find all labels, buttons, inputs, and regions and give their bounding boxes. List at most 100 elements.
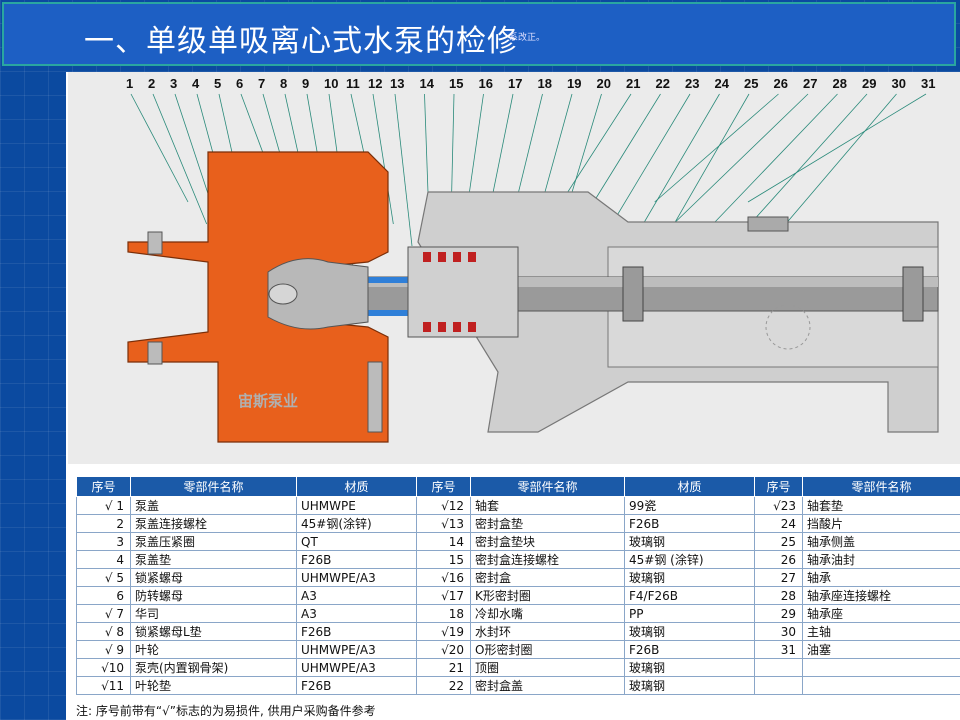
table-cell: 密封盒 (470, 568, 625, 587)
callout-number: 15 (449, 76, 464, 91)
table-cell: 45#钢(涂锌) (296, 514, 417, 533)
leader-line (467, 93, 484, 203)
leader-line (673, 93, 809, 225)
table-cell: QT (296, 532, 417, 551)
table-cell: 99瓷 (624, 496, 755, 515)
callout-number: 14 (419, 76, 434, 91)
table-cell: 华司 (130, 604, 297, 623)
callout-number: 22 (655, 76, 670, 91)
table-cell: 锁紧螺母 (130, 568, 297, 587)
table-cell: F26B (296, 622, 417, 641)
col-header: 序号 (416, 476, 471, 497)
table-cell (754, 676, 803, 695)
table-cell: 玻璃钢 (624, 676, 755, 695)
table-cell: 轴套垫 (802, 496, 960, 515)
table-cell: UHMWPE/A3 (296, 658, 417, 677)
col-header: 序号 (754, 476, 803, 497)
table-cell: √10 (76, 658, 131, 677)
callout-number: 31 (921, 76, 936, 91)
callout-number: 23 (685, 76, 700, 91)
table-cell: UHMWPE/A3 (296, 568, 417, 587)
table-cell: 冷却水嘴 (470, 604, 625, 623)
table-cell: 油塞 (802, 640, 960, 659)
col-header: 零部件名称 (470, 476, 625, 497)
table-cell: 轴承 (802, 568, 960, 587)
table-cell: 27 (754, 568, 803, 587)
table-cell: √ 5 (76, 568, 131, 587)
table-cell: 31 (754, 640, 803, 659)
table-cell: 玻璃钢 (624, 532, 755, 551)
table-cell: 轴承座连接螺栓 (802, 586, 960, 605)
leader-line (560, 93, 632, 203)
leader-line (152, 93, 208, 225)
title-note: 系改正。 (509, 33, 546, 43)
table-cell: 玻璃钢 (624, 658, 755, 677)
table-cell: O形密封圈 (470, 640, 625, 659)
col-header: 序号 (76, 476, 131, 497)
callout-number: 18 (537, 76, 552, 91)
table-cell (754, 658, 803, 677)
table-cell: A3 (296, 586, 417, 605)
table-cell: 6 (76, 586, 131, 605)
table-cell: 22 (416, 676, 471, 695)
table-cell: 泵盖 (130, 496, 297, 515)
col-header: 零部件名称 (130, 476, 297, 497)
leader-line (394, 93, 413, 247)
table-cell: 25 (754, 532, 803, 551)
callout-number: 11 (346, 76, 360, 91)
table-cell: 密封盒垫 (470, 514, 625, 533)
table-cell: UHMWPE (296, 496, 417, 515)
table-header-row: 序号 零部件名称 材质 序号 零部件名称 材质 序号 零部件名称 (76, 476, 960, 497)
table-cell (802, 658, 960, 677)
table-cell: A3 (296, 604, 417, 623)
table-cell: √13 (416, 514, 471, 533)
table-cell: 主轴 (802, 622, 960, 641)
callout-number: 24 (714, 76, 729, 91)
table-cell: 26 (754, 550, 803, 569)
table-cell: 29 (754, 604, 803, 623)
callout-number: 19 (567, 76, 582, 91)
callout-number: 9 (302, 76, 310, 91)
table-cell: 水封环 (470, 622, 625, 641)
callout-number: 10 (324, 76, 339, 91)
callout-number: 28 (832, 76, 847, 91)
callout-number: 7 (258, 76, 266, 91)
table-cell: 24 (754, 514, 803, 533)
callout-number: 6 (236, 76, 244, 91)
table-cell: 14 (416, 532, 471, 551)
callout-number: 5 (214, 76, 222, 91)
table-cell: 2 (76, 514, 131, 533)
callout-number: 21 (626, 76, 641, 91)
table-cell: √17 (416, 586, 471, 605)
table-cell: 锁紧螺母L垫 (130, 622, 297, 641)
table-cell: √20 (416, 640, 471, 659)
table-cell: 泵盖连接螺栓 (130, 514, 297, 533)
table-cell: 轴承座 (802, 604, 960, 623)
footnote: 注: 序号前带有“√”标志的为易损件, 供用户采购备件参考 (76, 704, 376, 718)
table-cell: 密封盒连接螺栓 (470, 550, 625, 569)
table-cell: F26B (624, 640, 755, 659)
col-header: 零部件名称 (802, 476, 960, 497)
col-header: 材质 (296, 476, 417, 497)
table-cell: 叶轮 (130, 640, 297, 659)
table-cell: √11 (76, 676, 131, 695)
title-bar: 一、单级单吸离心式水泵的检修 系改正。 (2, 2, 956, 66)
table-cell: 15 (416, 550, 471, 569)
table-cell: √ 8 (76, 622, 131, 641)
table-cell: 30 (754, 622, 803, 641)
callout-number: 29 (862, 76, 877, 91)
table-cell: 玻璃钢 (624, 622, 755, 641)
table-cell: F26B (296, 676, 417, 695)
